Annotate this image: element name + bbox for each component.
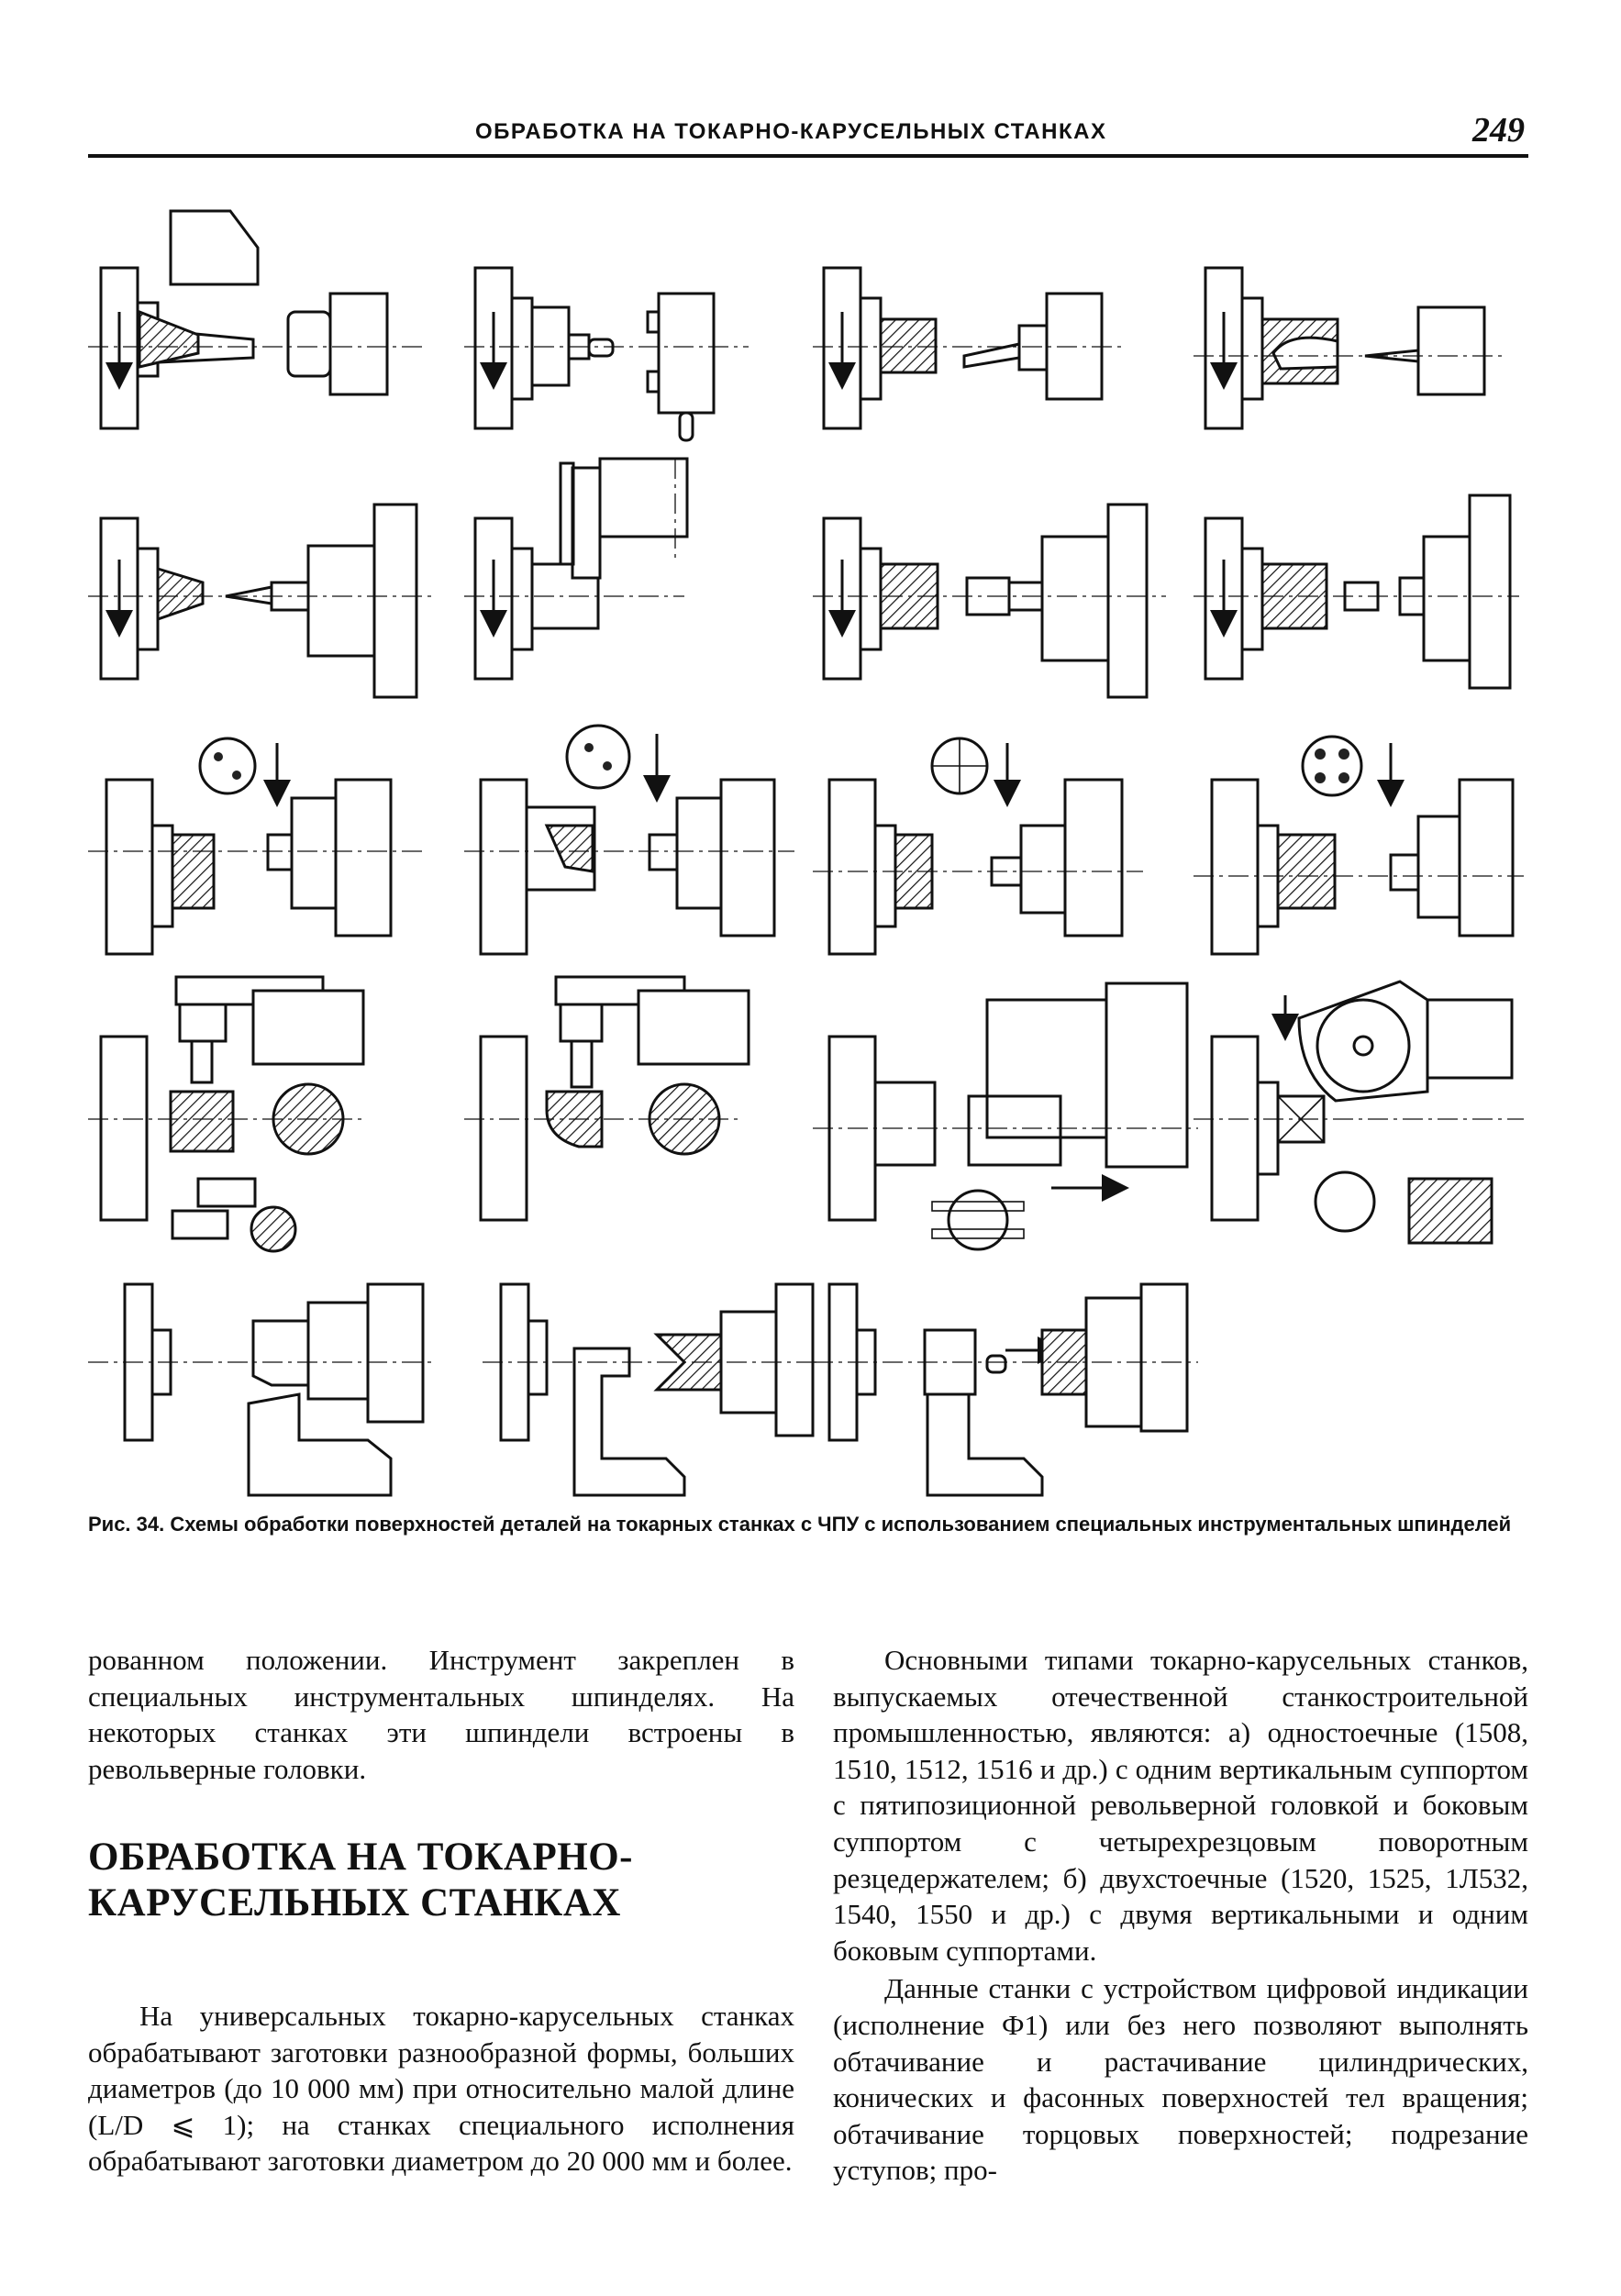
section-paragraph-1: На универсальных токарно-карусельных ста… xyxy=(88,2000,794,2178)
scheme-row1-col3 xyxy=(813,266,1125,430)
scheme-row4-col1 xyxy=(88,975,365,1253)
left-column: рованном положении. Инструмент закреплен… xyxy=(88,1642,794,1787)
section-heading-line-1: ОБРАБОТКА НА ТОКАРНО- xyxy=(88,1836,633,1879)
scheme-row5-col2 xyxy=(483,1282,822,1497)
figure-machining-schemes xyxy=(88,193,1528,1504)
scheme-row3-col1 xyxy=(88,737,423,956)
scheme-row1-col1 xyxy=(88,209,423,430)
section-heading-line-2: КАРУСЕЛЬНЫХ СТАНКАХ xyxy=(88,1881,621,1924)
right-paragraph-1: Основными типами токарно-карусельных ста… xyxy=(833,1644,1528,1967)
running-head: ОБРАБОТКА НА ТОКАРНО-КАРУСЕЛЬНЫХ СТАНКАХ… xyxy=(88,108,1528,158)
figure-caption: Рис. 34. Схемы обработки поверхностей де… xyxy=(88,1513,1512,1536)
scheme-row2-col4 xyxy=(1194,494,1519,690)
section-body: На универсальных токарно-карусельных ста… xyxy=(88,1998,794,2180)
scheme-row1-col2 xyxy=(464,266,749,442)
scheme-row4-col3 xyxy=(813,982,1198,1251)
left-paragraph-1: рованном положении. Инструмент закреплен… xyxy=(88,1644,794,1785)
scheme-row4-col4 xyxy=(1194,980,1524,1245)
page-number: 249 xyxy=(1472,111,1525,150)
scheme-row5-col1 xyxy=(88,1282,437,1497)
figure-drawing xyxy=(88,209,1524,1497)
scheme-row2-col1 xyxy=(88,503,437,699)
scheme-row2-col3 xyxy=(813,503,1166,699)
scheme-row4-col2 xyxy=(464,975,750,1222)
running-title: ОБРАБОТКА НА ТОКАРНО-КАРУСЕЛЬНЫХ СТАНКАХ xyxy=(475,119,1107,144)
scheme-row3-col3 xyxy=(813,737,1143,956)
scheme-row3-col4 xyxy=(1194,735,1524,956)
section-heading: ОБРАБОТКА НА ТОКАРНО- КАРУСЕЛЬНЫХ СТАНКА… xyxy=(88,1835,794,1926)
scheme-row5-col3 xyxy=(813,1282,1198,1497)
right-column: Основными типами токарно-карусельных ста… xyxy=(833,1642,1528,2189)
scheme-row2-col2 xyxy=(464,457,689,681)
scheme-row3-col2 xyxy=(464,724,794,956)
scheme-row1-col4 xyxy=(1194,266,1505,430)
right-paragraph-2: Данные станки с устройством цифровой инд… xyxy=(833,1972,1528,2187)
